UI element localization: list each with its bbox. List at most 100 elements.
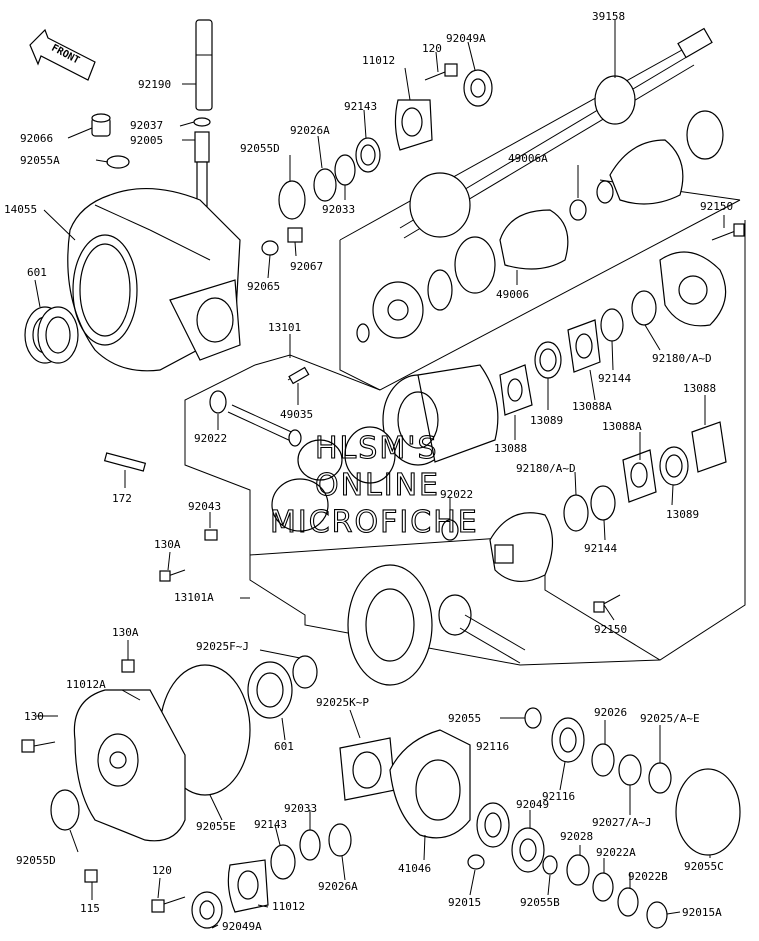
- bearing-601-upper: [24, 306, 79, 364]
- label-92026a-lower[interactable]: 92026A: [318, 880, 358, 893]
- label-92143-upper[interactable]: 92143: [344, 100, 377, 113]
- label-13101[interactable]: 13101: [268, 321, 301, 334]
- bolt-120-lower: [151, 896, 186, 913]
- leader-lines: [34, 20, 725, 929]
- label-92028[interactable]: 92028: [560, 830, 593, 843]
- plug-92067: [287, 227, 303, 243]
- spacer-92028: [566, 854, 590, 886]
- label-92055d-lower[interactable]: 92055D: [16, 854, 56, 867]
- label-92150-upper[interactable]: 92150: [700, 200, 733, 213]
- label-92065[interactable]: 92065: [247, 280, 280, 293]
- label-92143-lower[interactable]: 92143: [254, 818, 287, 831]
- label-92055c[interactable]: 92055C: [684, 860, 724, 873]
- label-92055[interactable]: 92055: [448, 712, 481, 725]
- flange-lower: [489, 512, 554, 582]
- label-92190[interactable]: 92190: [138, 78, 171, 91]
- plate-13089-upper: [534, 341, 562, 379]
- plug-92066: [91, 113, 111, 137]
- shim-92180-lower: [563, 494, 589, 532]
- label-92022-lower[interactable]: 92022: [440, 488, 473, 501]
- label-92180-upper[interactable]: 92180/A~D: [652, 352, 712, 365]
- label-14055[interactable]: 14055: [4, 203, 37, 216]
- label-92049[interactable]: 92049: [516, 798, 549, 811]
- label-92026[interactable]: 92026: [594, 706, 627, 719]
- label-13089-upper[interactable]: 13089: [530, 414, 563, 427]
- label-13089-lower[interactable]: 13089: [666, 508, 699, 521]
- nut-92015a: [646, 901, 668, 929]
- label-92150-lower[interactable]: 92150: [594, 623, 627, 636]
- label-130a-upper[interactable]: 130A: [154, 538, 181, 551]
- label-115[interactable]: 115: [80, 902, 100, 915]
- label-11012-lower[interactable]: 11012: [272, 900, 305, 913]
- boot-49006a: [596, 110, 724, 205]
- label-120-upper[interactable]: 120: [422, 42, 442, 55]
- bolt-92150-upper: [711, 223, 745, 241]
- stud-172: [103, 452, 147, 472]
- label-92049a-upper[interactable]: 92049A: [446, 32, 486, 45]
- label-92144-lower[interactable]: 92144: [584, 542, 617, 555]
- boot-49006: [427, 199, 587, 311]
- label-11012a[interactable]: 11012A: [66, 678, 106, 691]
- label-49006a[interactable]: 49006A: [508, 152, 548, 165]
- washer-92026: [591, 743, 615, 777]
- label-92055b[interactable]: 92055B: [520, 896, 560, 909]
- seal-92143-lower: [270, 844, 296, 880]
- label-92116-lower[interactable]: 92116: [542, 790, 575, 803]
- label-13088-upper[interactable]: 13088: [494, 442, 527, 455]
- bearing-92116b: [476, 802, 510, 848]
- label-92067[interactable]: 92067: [290, 260, 323, 273]
- label-92005[interactable]: 92005: [130, 134, 163, 147]
- label-92043[interactable]: 92043: [188, 500, 221, 513]
- label-92015a[interactable]: 92015A: [682, 906, 722, 919]
- housing-14055: [67, 188, 241, 372]
- pin-92190: [195, 19, 213, 111]
- label-92055e[interactable]: 92055E: [196, 820, 236, 833]
- label-601-upper[interactable]: 601: [27, 266, 47, 279]
- label-120-lower[interactable]: 120: [152, 864, 172, 877]
- seal-92049: [511, 827, 545, 873]
- washer-92026a-lower: [328, 823, 352, 857]
- label-92025ae[interactable]: 92025/A~E: [640, 712, 700, 725]
- watermark-line-3: MICROFICHE: [270, 505, 479, 540]
- cover-11012-lower: [227, 859, 269, 913]
- label-13101a[interactable]: 13101A: [174, 591, 214, 604]
- label-41046[interactable]: 41046: [398, 862, 431, 875]
- label-92116-upper[interactable]: 92116: [476, 740, 509, 753]
- label-92049a-lower[interactable]: 92049A: [222, 920, 262, 933]
- label-92022b[interactable]: 92022B: [628, 870, 668, 883]
- label-92033-upper[interactable]: 92033: [322, 203, 355, 216]
- label-92066[interactable]: 92066: [20, 132, 53, 145]
- bearing-92116a: [551, 717, 585, 763]
- label-92033-lower[interactable]: 92033: [284, 802, 317, 815]
- pin-92043: [204, 529, 218, 541]
- front-arrow-icon: FRONT: [29, 28, 96, 81]
- housing-41046: [389, 729, 471, 839]
- label-92022-upper[interactable]: 92022: [194, 432, 227, 445]
- label-13088a-lower[interactable]: 13088A: [602, 420, 642, 433]
- label-92025kp[interactable]: 92025K~P: [316, 696, 369, 709]
- label-92144-upper[interactable]: 92144: [598, 372, 631, 385]
- pinion-gears: [271, 426, 396, 532]
- label-92022a[interactable]: 92022A: [596, 846, 636, 859]
- label-92180-lower[interactable]: 92180/A~D: [516, 462, 576, 475]
- label-13088-upper-right[interactable]: 13088: [683, 382, 716, 395]
- label-92037[interactable]: 92037: [130, 119, 163, 132]
- label-92025fj[interactable]: 92025F~J: [196, 640, 249, 653]
- label-39158[interactable]: 39158: [592, 10, 625, 23]
- label-92027[interactable]: 92027/A~J: [592, 816, 652, 829]
- collar-92027: [618, 754, 642, 786]
- label-130a-lower[interactable]: 130A: [112, 626, 139, 639]
- label-92055d-upper[interactable]: 92055D: [240, 142, 280, 155]
- label-49035[interactable]: 49035: [280, 408, 313, 421]
- label-92055a[interactable]: 92055A: [20, 154, 60, 167]
- oring-92055a: [106, 155, 130, 169]
- label-92026a-upper[interactable]: 92026A: [290, 124, 330, 137]
- label-49006[interactable]: 49006: [496, 288, 529, 301]
- label-172[interactable]: 172: [112, 492, 132, 505]
- bolt-115: [84, 869, 98, 883]
- label-130[interactable]: 130: [24, 710, 44, 723]
- label-601-lower[interactable]: 601: [274, 740, 294, 753]
- label-92015[interactable]: 92015: [448, 896, 481, 909]
- label-13088a-upper[interactable]: 13088A: [572, 400, 612, 413]
- label-11012-upper[interactable]: 11012: [362, 54, 395, 67]
